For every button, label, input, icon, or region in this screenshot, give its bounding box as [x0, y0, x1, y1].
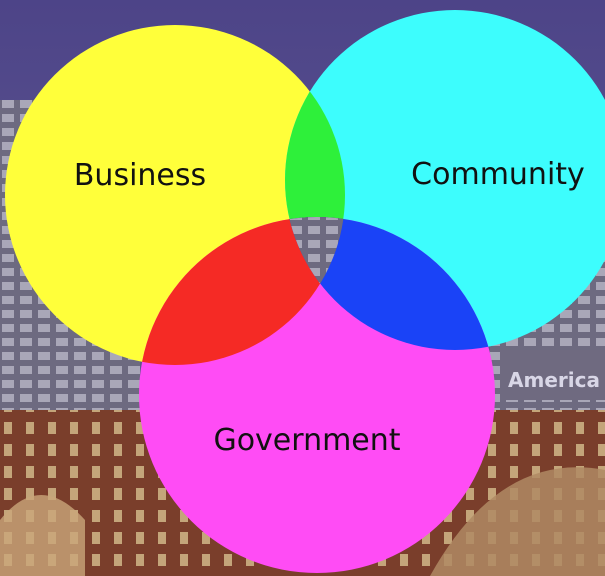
sign-panel — [500, 350, 605, 400]
business-label: Business — [74, 158, 206, 193]
government-label: Government — [213, 423, 400, 458]
sign-text: America — [508, 368, 600, 392]
left-arch — [0, 495, 85, 576]
community-label: Community — [411, 157, 585, 192]
right-arch — [430, 467, 605, 576]
community-government-overlap — [285, 217, 495, 350]
business-government-overlap — [139, 217, 345, 365]
